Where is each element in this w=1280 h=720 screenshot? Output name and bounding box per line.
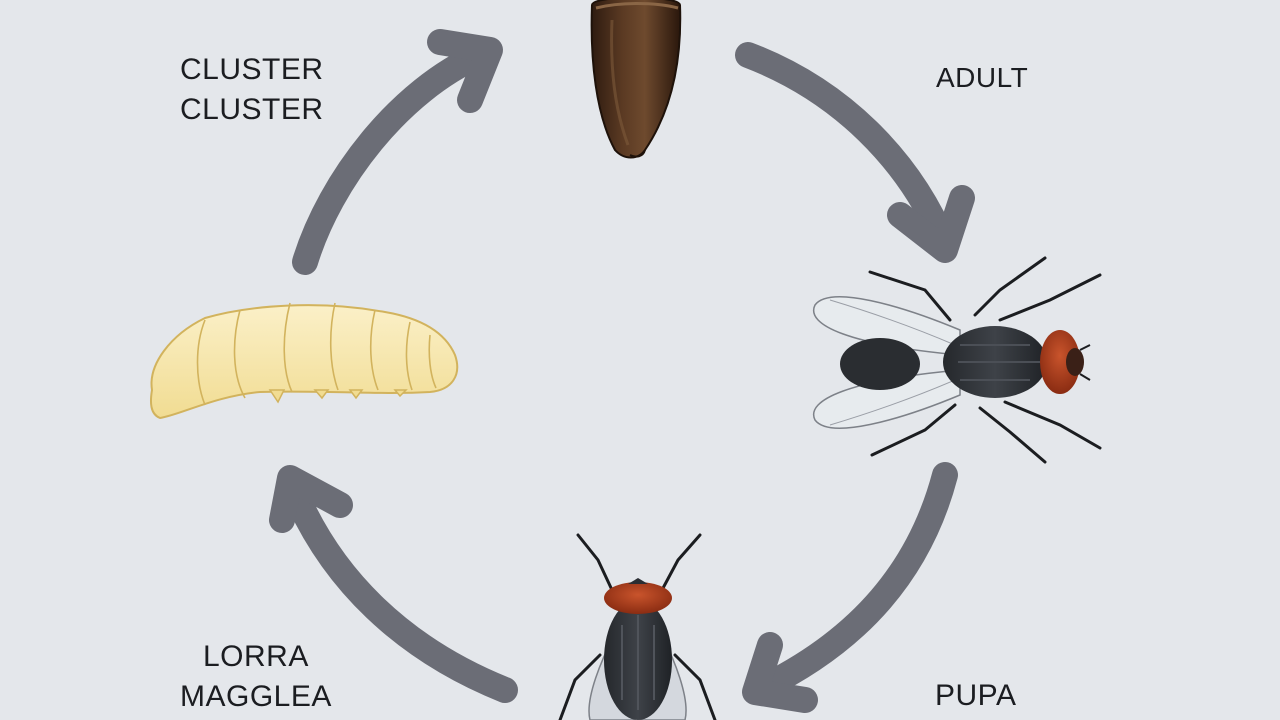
label-top-right: ADULT xyxy=(936,58,1028,98)
adult-fly-icon xyxy=(812,256,1102,464)
label-top-left: CLUSTER CLUSTER xyxy=(180,50,324,130)
arrow-larva-to-pupa xyxy=(292,42,493,275)
cycle-arrow-icon xyxy=(269,29,975,713)
label-top-right-text: ADULT xyxy=(936,62,1029,93)
arrow-adult-to-fly xyxy=(749,462,958,701)
arrow-head-fly-to-larva xyxy=(269,465,353,533)
label-top-left-line-2: CLUSTER xyxy=(180,93,324,126)
arrow-head-adult-to-fly xyxy=(742,632,818,713)
arrow-pupa-to-adult xyxy=(735,42,958,258)
arrow-fly-to-larva xyxy=(279,472,518,703)
arrow-head-larva-to-pupa xyxy=(427,29,503,113)
pupa-icon xyxy=(590,0,682,159)
label-bottom-right-text: PUPA xyxy=(935,679,1017,712)
label-top-left-line-1: CLUSTER xyxy=(180,53,324,86)
label-bottom-left-line-1: LORRA xyxy=(203,640,309,673)
label-bottom-left-line-2: MAGGLEA xyxy=(180,680,332,713)
label-bottom-left: LORRA MAGGLEA xyxy=(180,637,332,717)
arrow-head-pupa-to-adult xyxy=(887,185,975,263)
fly-top-icon xyxy=(558,533,717,720)
label-bottom-right: PUPA xyxy=(935,676,1016,716)
larva-icon xyxy=(150,302,459,420)
